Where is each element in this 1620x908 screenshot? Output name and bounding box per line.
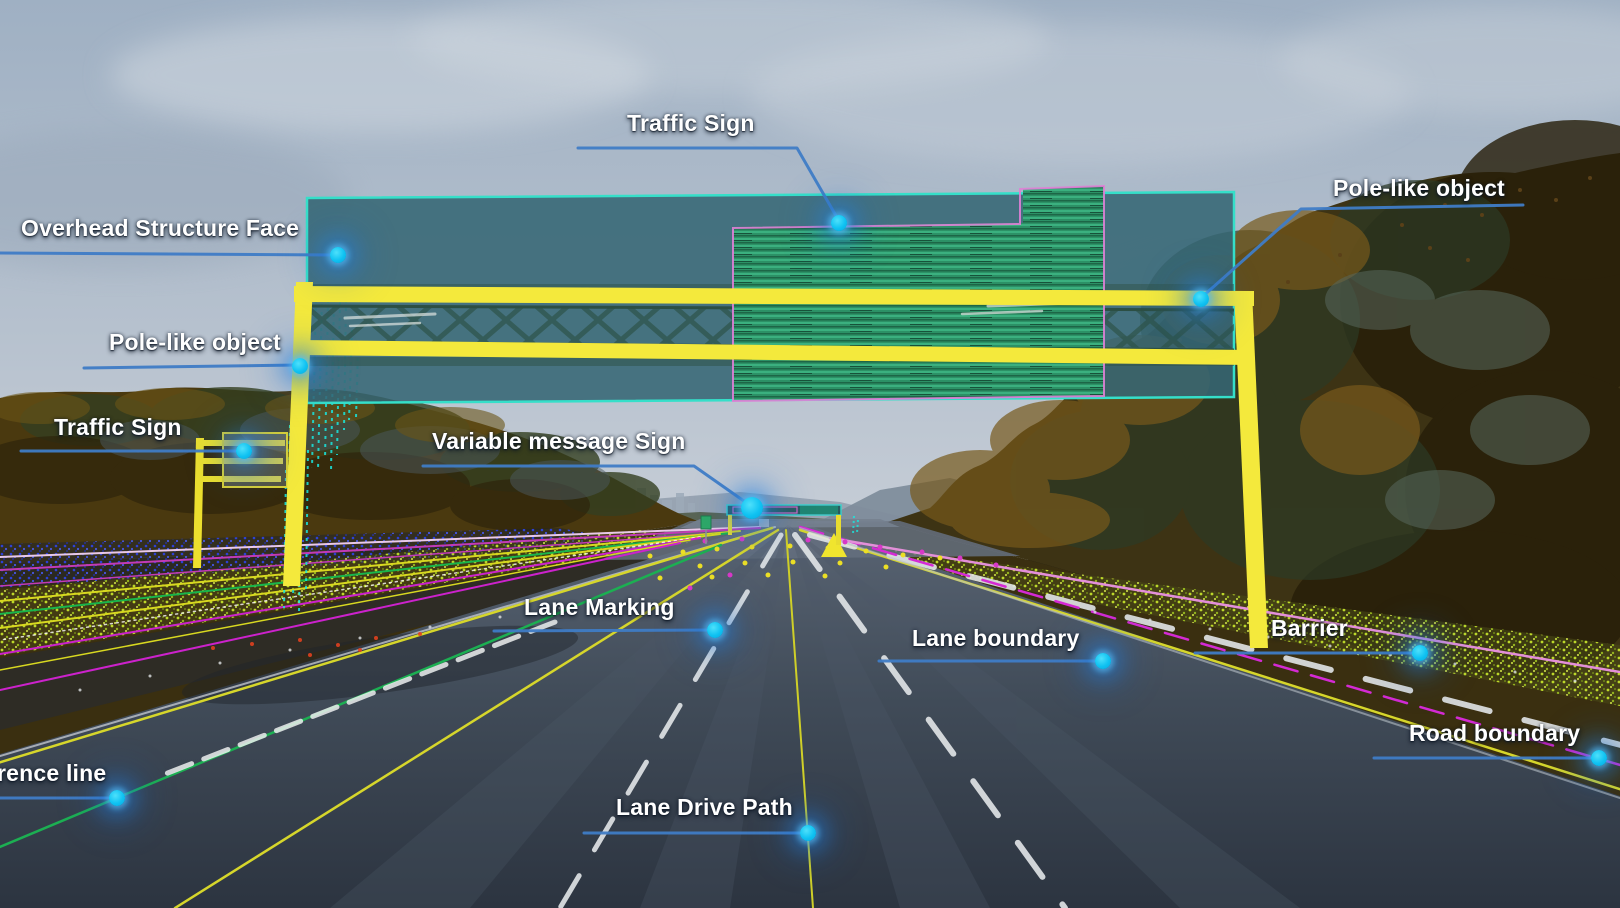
marker-reference-line [109,790,125,806]
lane-drive-path-line [785,529,814,908]
gantry-left-pole [283,282,313,586]
label-lane-boundary: Lane boundary [912,625,1080,651]
label-pole-like-object-left: Pole-like object [109,329,281,355]
gantry-right-pole [1234,291,1268,648]
marker-pole-like-object-right [1193,291,1209,307]
marker-barrier [1412,645,1428,661]
label-traffic-sign-left: Traffic Sign [54,414,182,440]
gantry-top-beam [294,286,1254,306]
label-barrier: Barrier [1271,615,1348,641]
small-green-sign [700,515,712,530]
marker-traffic-sign-left [236,443,252,459]
label-lane-drive-path: Lane Drive Path [616,794,793,820]
label-pole-like-object-right: Pole-like object [1333,175,1505,201]
marker-road-boundary [1591,750,1607,766]
road-boundary-line [798,525,1620,767]
leader-lines [0,146,1599,835]
lane-marking-dashed [557,532,784,908]
trees-left [0,387,700,564]
marker-traffic-sign-overhead [831,215,847,231]
label-reference-line: rence line [0,760,107,786]
gantry-bottom-beam [298,340,1254,365]
distant-vms-gantry [700,504,859,545]
label-road-boundary: Road boundary [1409,720,1581,746]
marker-lane-marking [707,622,723,638]
marker-lane-boundary [1095,653,1111,669]
label-lane-marking: Lane Marking [524,594,675,620]
marker-variable-message-sign [741,497,763,519]
overhead-gantry [283,184,1268,648]
vertex-markers [78,533,1577,692]
marker-lane-drive-path [800,825,816,841]
barrier-line [828,536,1620,674]
label-variable-message-sign: Variable message Sign [432,428,686,454]
traffic-sign-outline [732,184,1105,403]
cone-marker [821,533,847,557]
traffic-sign-point-cloud [733,222,1104,401]
label-traffic-sign-overhead: Traffic Sign [627,110,755,136]
marker-pole-like-object-left [292,358,308,374]
marker-overhead-structure-face [330,247,346,263]
map-lines [0,525,1620,908]
label-overhead-structure-face: Overhead Structure Face [21,215,300,241]
